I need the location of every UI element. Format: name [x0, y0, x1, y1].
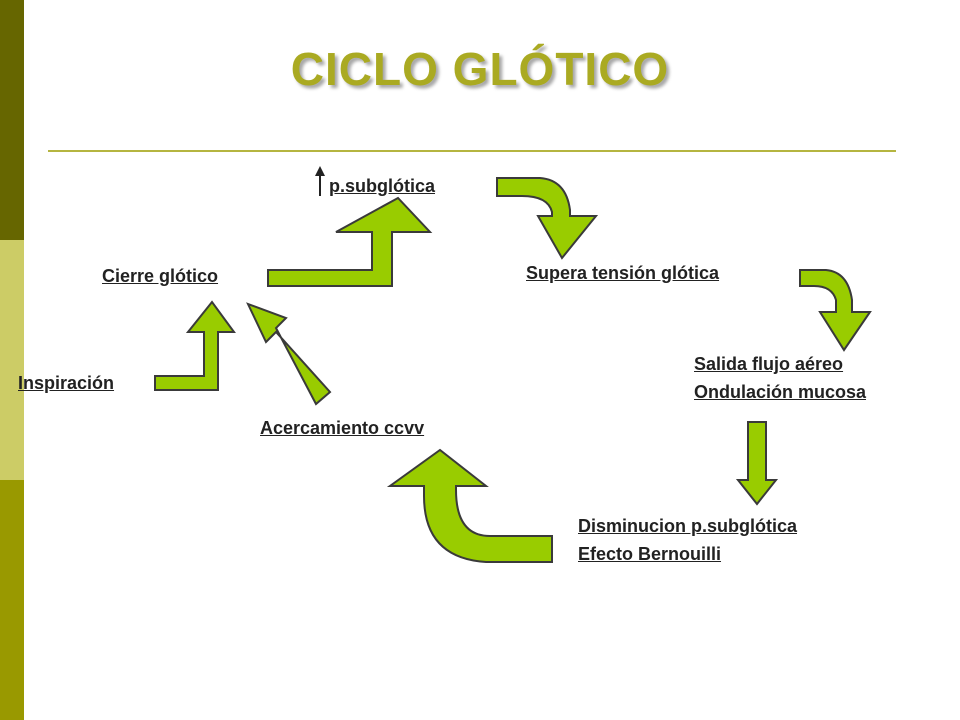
node-airflow-and-mucosa: Salida flujo aéreo Ondulación mucosa — [694, 350, 866, 406]
node-subglottic-decrease: Disminucion p.subglótica — [578, 516, 798, 536]
arrow-airflow-to-decrease — [735, 421, 779, 506]
node-glottic-closure: Cierre glótico — [102, 266, 219, 286]
sidebar-stripe-mid — [0, 480, 24, 720]
arrow-decrease-to-approach — [386, 448, 553, 563]
arrow-closure-to-pressure — [267, 196, 433, 287]
arrow-pressure-to-tension — [496, 177, 599, 260]
arrow-inspiration-to-closure — [154, 300, 236, 391]
node-airflow-exit: Salida flujo aéreo — [694, 354, 844, 374]
node-inspiration: Inspiración — [18, 373, 115, 393]
node-exceeds-glottic-tension: Supera tensión glótica — [526, 263, 720, 283]
node-vocal-fold-approach: Acercamiento ccvv — [260, 418, 425, 438]
node-bernoulli-effect: Efecto Bernouilli — [578, 544, 722, 564]
arrow-tension-to-airflow — [799, 269, 872, 352]
sidebar-stripe-dark — [0, 0, 24, 240]
arrow-approach-to-closure — [246, 302, 332, 406]
title-divider — [48, 150, 896, 152]
slide-title: CICLO GLÓTICO — [290, 43, 670, 95]
node-subglottic-pressure: p.subglótica — [329, 176, 436, 196]
node-mucosal-wave: Ondulación mucosa — [694, 382, 867, 402]
increase-arrow-icon — [315, 166, 325, 196]
node-decrease-and-bernoulli: Disminucion p.subglótica Efecto Bernouil… — [578, 512, 797, 568]
sidebar-stripe-light — [0, 240, 24, 480]
